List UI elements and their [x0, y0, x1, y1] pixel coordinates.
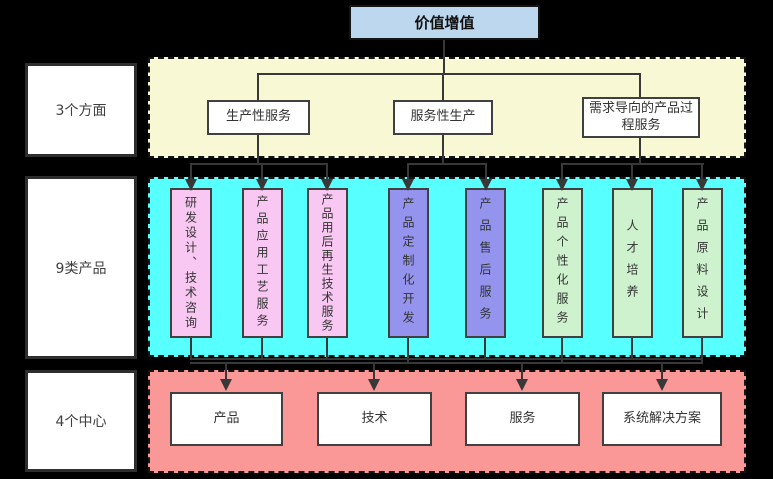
arrow-down-icon	[656, 379, 668, 391]
connector-to-aspect-3	[639, 73, 641, 98]
connector-drop-p7	[631, 163, 633, 180]
arrow-down-icon	[516, 379, 528, 391]
arrow-down-icon	[556, 179, 568, 191]
connector-to-aspect-2	[442, 73, 444, 100]
connector-drop-c4	[661, 362, 663, 380]
product-box-rnd-design-consulting: 研发设计、技术咨询	[170, 188, 212, 338]
row-label-centers: 4个中心	[25, 370, 137, 472]
row-label-aspects: 3个方面	[25, 63, 137, 157]
arrow-down-icon	[402, 179, 414, 191]
product-box-personalized-service: 产品个性化服务	[542, 188, 583, 338]
product-box-raw-material-design: 产品原料设计	[682, 188, 723, 338]
aspect-box-service-production: 服务性生产	[393, 100, 493, 135]
arrow-down-icon	[321, 179, 333, 191]
connector-aspect1-down	[257, 135, 259, 165]
connector-drop-p3	[326, 163, 328, 180]
center-box-system-solution: 系统解决方案	[602, 392, 722, 446]
arrow-down-icon	[185, 179, 197, 191]
connector-drop-c3	[521, 362, 523, 380]
arrow-down-icon	[626, 179, 638, 191]
products-band	[148, 177, 746, 357]
connector-top-bus	[257, 73, 641, 75]
connector-aspect3-down	[639, 138, 641, 165]
connector-drop-p2	[261, 163, 263, 180]
value-add-title: 价值增值	[349, 5, 540, 40]
product-box-application-process-service: 产品应用工艺服务	[242, 188, 283, 338]
arrow-down-icon	[220, 379, 232, 391]
aspect-box-demand-oriented: 需求导向的产品过程服务	[582, 97, 700, 138]
connector-to-aspect-1	[257, 73, 259, 100]
arrow-down-icon	[368, 379, 380, 391]
connector-stub-p1	[190, 338, 192, 360]
connector-aspect1-branch	[190, 163, 328, 165]
center-box-technology: 技术	[317, 392, 432, 446]
connector-aspect2-branch	[407, 163, 487, 165]
row-label-products: 9类产品	[25, 176, 137, 359]
product-box-talent-training: 人才培养	[612, 188, 653, 338]
connector-stub-p2	[261, 338, 263, 360]
connector-aspect2-down	[442, 135, 444, 165]
arrow-down-icon	[256, 179, 268, 191]
connector-stub-p6	[561, 338, 563, 364]
center-box-product: 产品	[170, 392, 283, 446]
connector-stub-p8	[701, 338, 703, 364]
connector-drop-p1	[190, 163, 192, 180]
connector-drop-p5	[485, 163, 487, 180]
product-box-after-sales-service: 产品售后服务	[465, 188, 506, 338]
connector-stub-p7	[631, 338, 633, 360]
connector-drop-p4	[407, 163, 409, 180]
aspect-box-productive-services: 生产性服务	[207, 100, 310, 135]
connector-bottom-bus-2	[190, 362, 703, 364]
connector-bottom-bus-1	[190, 358, 703, 360]
arrow-down-icon	[696, 179, 708, 191]
connector-title-down	[443, 40, 445, 74]
connector-stub-p4	[407, 338, 409, 364]
product-box-post-use-regeneration: 产品用后再生技术服务	[307, 188, 348, 338]
product-box-customized-development: 产品定制化开发	[388, 188, 429, 338]
connector-drop-p8	[701, 163, 703, 180]
arrow-down-icon	[480, 179, 492, 191]
connector-stub-p3	[326, 338, 328, 360]
connector-drop-c2	[373, 362, 375, 380]
center-box-service: 服务	[465, 392, 580, 446]
connector-drop-c1	[225, 362, 227, 380]
connector-stub-p5	[484, 338, 486, 360]
connector-drop-p6	[561, 163, 563, 180]
